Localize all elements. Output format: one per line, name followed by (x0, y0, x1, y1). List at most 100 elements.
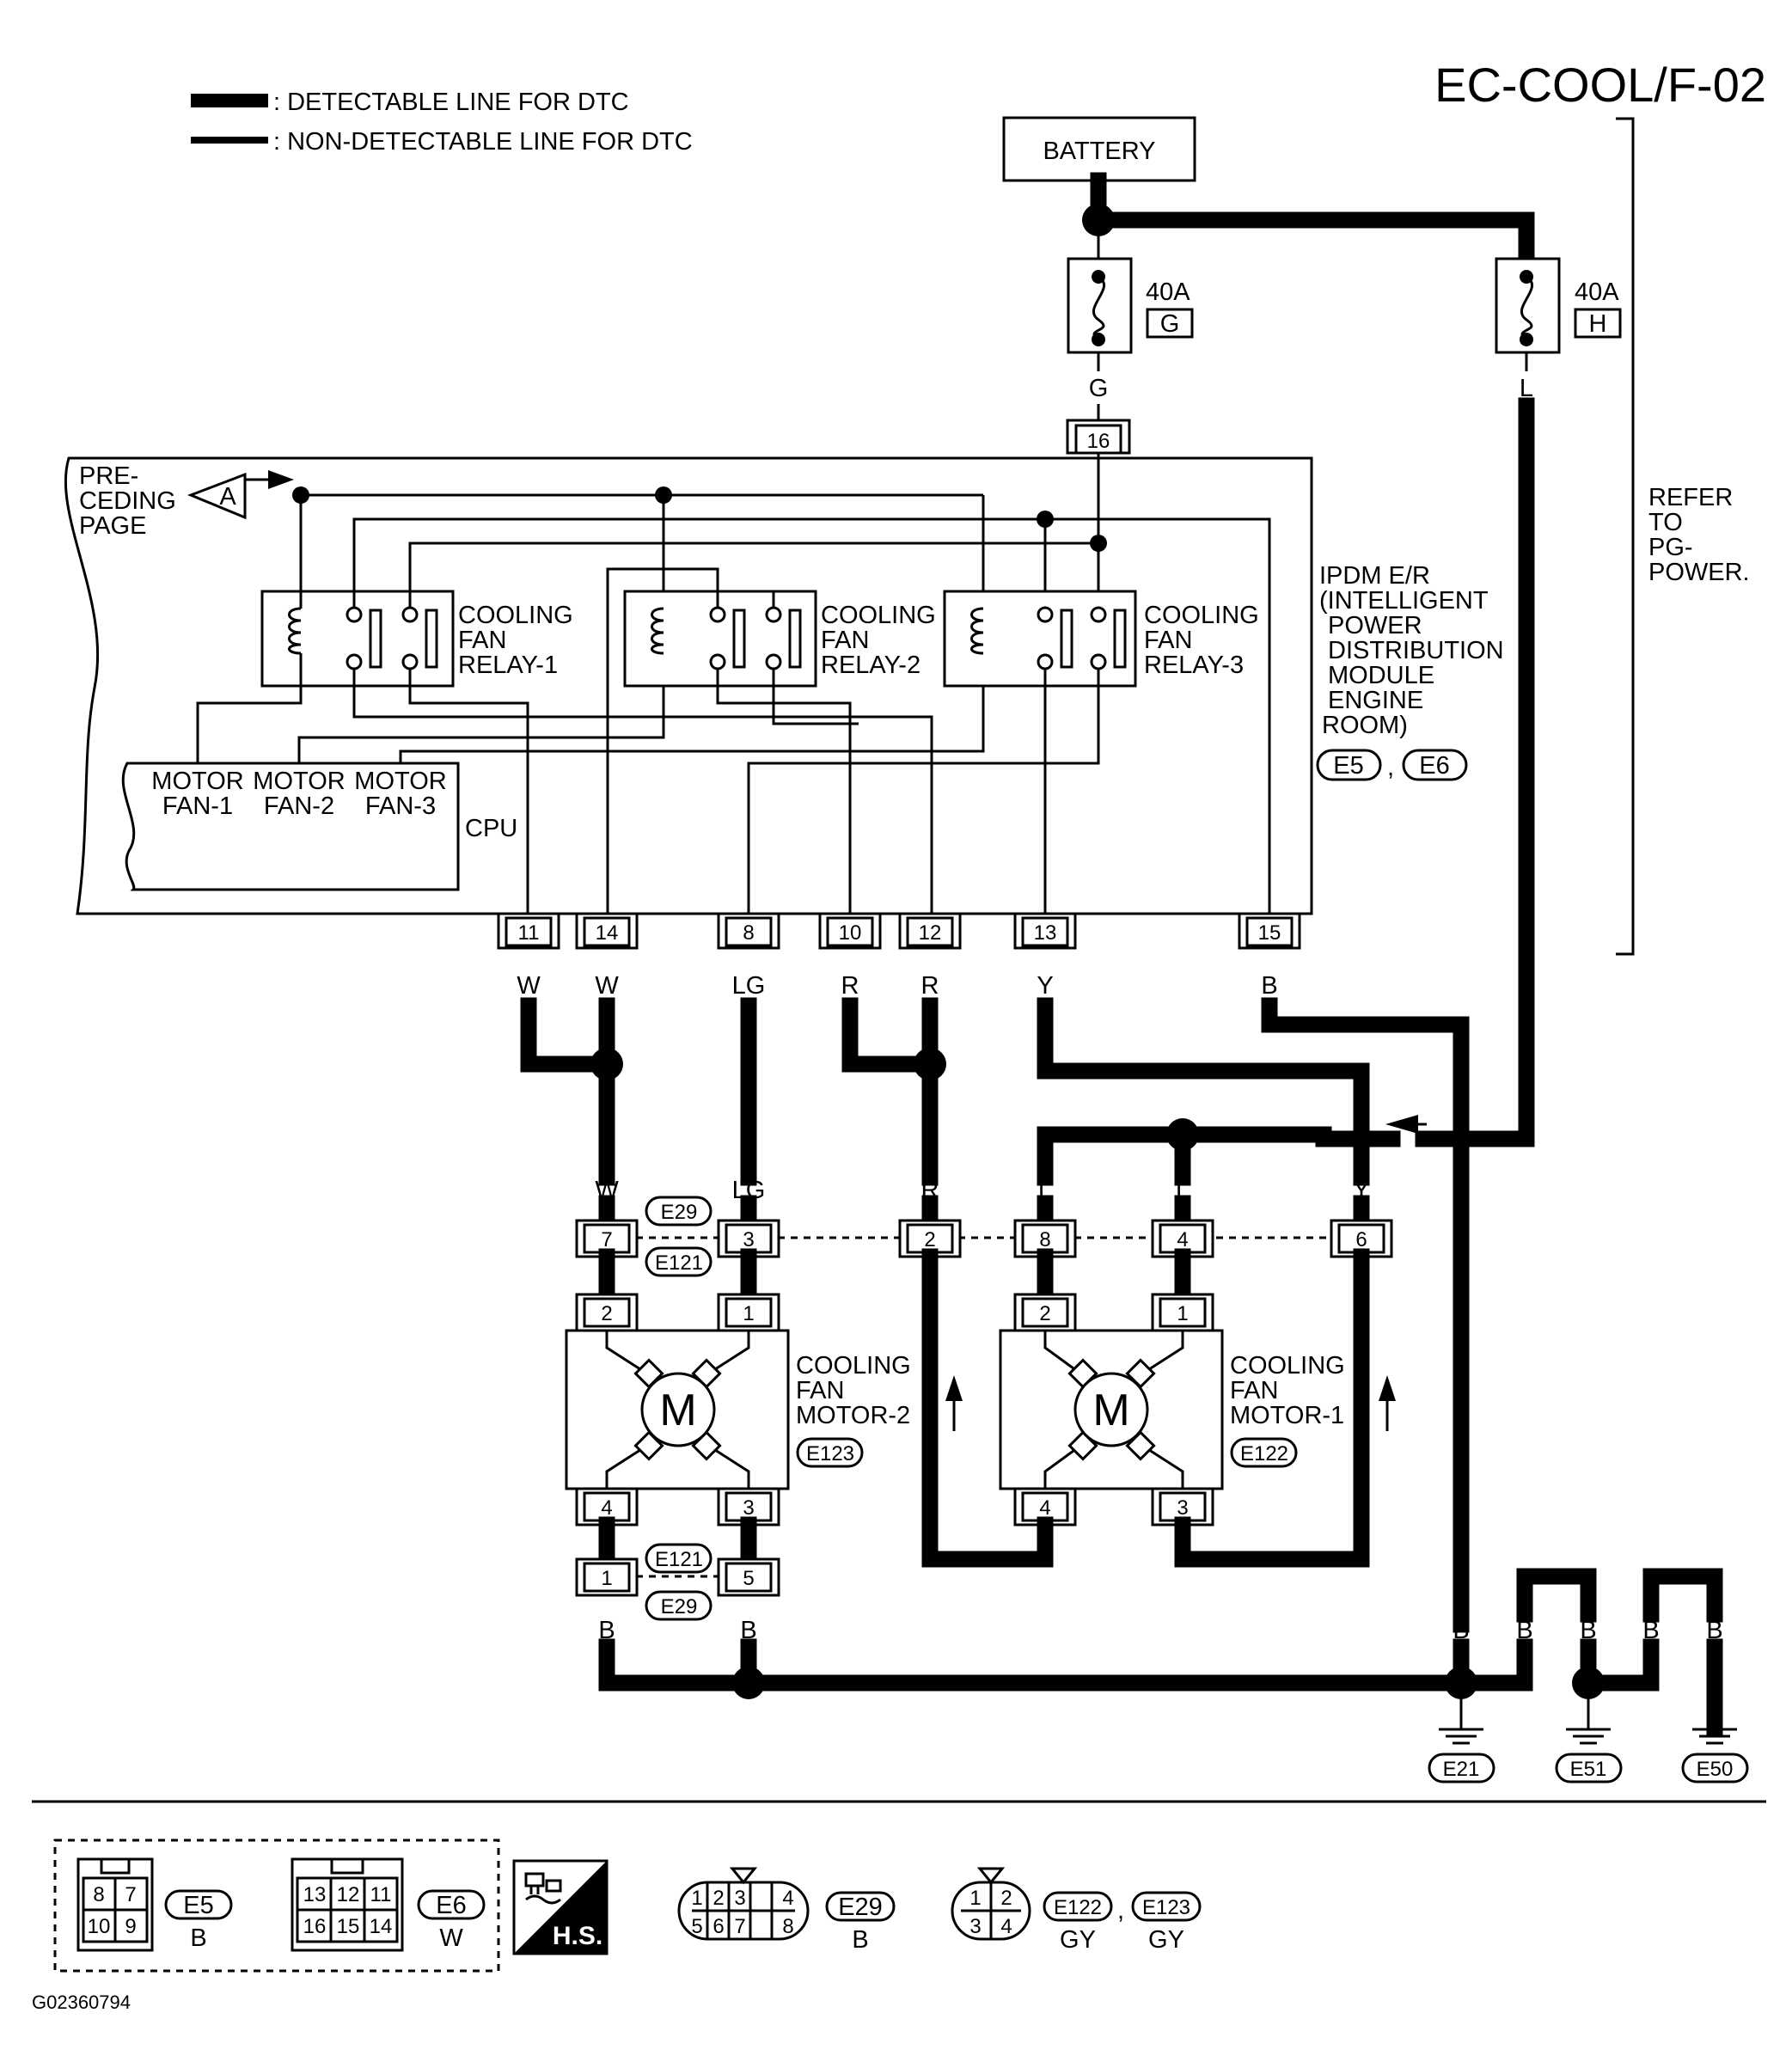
preceding-line-1: PRE- (79, 462, 138, 490)
motor-1-label-3: MOTOR-1 (1230, 1402, 1344, 1429)
fuse-h-wire: L (1520, 375, 1533, 402)
motor-1-label-1: COOLING (1230, 1352, 1345, 1380)
motor-2-bottom-pin-4: 4 (601, 1496, 612, 1520)
relay-2-label-1: COOLING (821, 602, 936, 629)
e5-view-color: B (190, 1924, 206, 1952)
harness-upper-e29: E29 (661, 1201, 698, 1224)
cpu-label: CPU (465, 815, 517, 842)
page-title: EC-COOL/F-02 (1434, 58, 1766, 112)
e6-pin-16: 16 (303, 1915, 327, 1938)
ipdm-pin-16: 16 (1087, 430, 1110, 453)
e5-view-label: E5 (183, 1892, 213, 1919)
refer-line-2: TO (1648, 509, 1683, 536)
ground-e51: E51 (1570, 1758, 1607, 1781)
wire-w-11: W (517, 972, 541, 1000)
harness-pin-7: 7 (601, 1228, 612, 1251)
fuse-h-amp: 40A (1575, 278, 1619, 306)
cpu-motor-3: MOTOR (354, 768, 446, 795)
harness-pin-3: 3 (743, 1228, 754, 1251)
harness-upper-e121: E121 (655, 1251, 703, 1275)
harness-lower-e29: E29 (661, 1595, 698, 1618)
connector-a-label: A (219, 483, 236, 511)
wire-b-15: B (1261, 972, 1277, 1000)
e5-pin-8: 8 (93, 1883, 104, 1906)
relay-2-label-3: RELAY-2 (821, 652, 920, 679)
cpu-fan-2: FAN-2 (264, 792, 334, 820)
cpu-motor-2: MOTOR (253, 768, 345, 795)
e29-pin-4: 4 (782, 1887, 793, 1910)
e29-pin-8: 8 (782, 1915, 793, 1938)
e29-pin-5: 5 (691, 1915, 702, 1938)
connector-a-triangle (187, 472, 247, 520)
ipdm-label-5: MODULE (1328, 662, 1434, 689)
ipdm-conn-sep: , (1387, 754, 1394, 781)
e5-pin-7: 7 (125, 1883, 136, 1906)
fuse-h (1495, 257, 1561, 371)
motor-2-top-pin-1: 1 (743, 1302, 754, 1325)
legend-detectable: : DETECTABLE LINE FOR DTC (273, 89, 629, 116)
harness-lower-e121: E121 (655, 1548, 703, 1571)
harness-pin-4: 4 (1177, 1228, 1188, 1251)
ground-wire-5: B (1580, 1617, 1596, 1644)
ipdm-pin-13: 13 (1034, 921, 1057, 945)
wire-r-12: R (921, 972, 939, 1000)
e6-view-label: E6 (436, 1892, 466, 1919)
cpu-block (121, 762, 460, 891)
ipdm-label-2: (INTELLIGENT (1319, 587, 1489, 615)
e29-pin-1: 1 (691, 1887, 702, 1910)
motor-1-symbol: M (1092, 1386, 1129, 1435)
refer-line-1: REFER (1648, 484, 1733, 511)
e6-pin-12: 12 (337, 1883, 360, 1906)
e6-pin-14: 14 (370, 1915, 393, 1938)
connector-e5-view (76, 1857, 154, 1952)
ipdm-label-6: ENGINE (1328, 687, 1423, 714)
legend-non-detectable: : NON-DETECTABLE LINE FOR DTC (273, 128, 693, 156)
relay-2 (606, 567, 817, 914)
ground-e21: E21 (1443, 1758, 1480, 1781)
figure-id: G02360794 (32, 1992, 131, 2013)
relay-1 (260, 590, 455, 688)
wire-y-13: Y (1037, 972, 1053, 1000)
motor-2-label-3: MOTOR-2 (796, 1402, 910, 1429)
ipdm-label-1: IPDM E/R (1319, 562, 1430, 590)
e122-view-color: GY (1060, 1926, 1096, 1954)
e29-view-label: E29 (838, 1894, 883, 1921)
harness-pin-2: 2 (924, 1228, 935, 1251)
motor-2-conn: E123 (806, 1442, 854, 1465)
ground-wire-6: B (1642, 1617, 1659, 1644)
fuse-h-id: H (1589, 310, 1607, 338)
wire-w-14: W (595, 972, 619, 1000)
refer-line-3: PG- (1648, 534, 1693, 561)
wire-r-10: R (841, 972, 859, 1000)
refer-line-4: POWER. (1648, 559, 1750, 586)
relay-1-label-3: RELAY-1 (458, 652, 558, 679)
ipdm-conn-e6: E6 (1419, 752, 1449, 780)
e6-view-color: W (439, 1924, 463, 1952)
wire-lg-8: LG (732, 972, 766, 1000)
e123-view-label: E123 (1142, 1896, 1190, 1919)
legend: : DETECTABLE LINE FOR DTC : NON-DETECTAB… (191, 89, 693, 156)
motor-2 (565, 1293, 790, 1527)
harness-bottom-pin-1: 1 (601, 1567, 612, 1590)
motor-2-label-1: COOLING (796, 1352, 911, 1380)
cpu-fan-3: FAN-3 (365, 792, 436, 820)
connector-e122-view (951, 1867, 1031, 1941)
motor-2-label-2: FAN (796, 1377, 844, 1404)
battery-box (1002, 116, 1196, 182)
cpu-fan-1: FAN-1 (162, 792, 233, 820)
relay-1-label-2: FAN (458, 627, 506, 654)
e122-pin-2: 2 (1000, 1887, 1012, 1910)
motor-2-top-pin-2: 2 (601, 1302, 612, 1325)
e29-pin-3: 3 (734, 1887, 745, 1910)
e122-pin-4: 4 (1000, 1915, 1012, 1938)
motor-2-bottom-pin-3: 3 (743, 1496, 754, 1520)
fuse-g-id-box (1146, 308, 1194, 339)
motor-1 (999, 1293, 1224, 1527)
e5-pin-9: 9 (125, 1915, 136, 1938)
cpu-motor-1: MOTOR (151, 768, 243, 795)
ground-wire-4: B (1516, 1617, 1532, 1644)
harness-connector-row (575, 1219, 1393, 1258)
e122-e123-sep: , (1117, 1897, 1124, 1924)
ipdm-pin-11: 11 (518, 921, 540, 945)
